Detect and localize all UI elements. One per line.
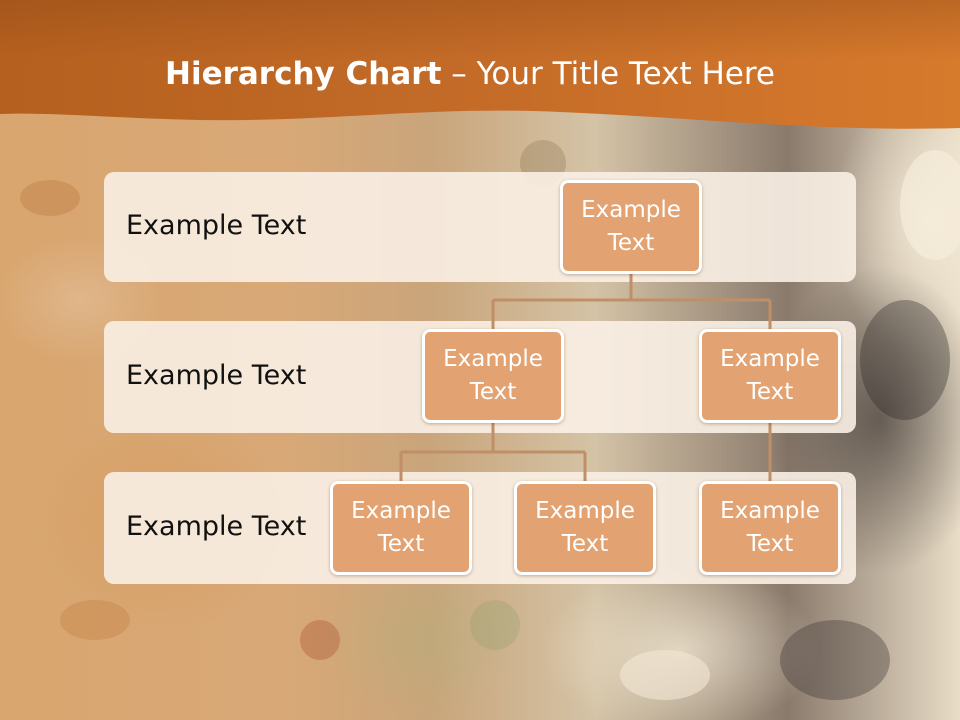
node-text: Text	[469, 379, 517, 405]
level-label: Example Text	[126, 360, 307, 391]
node-text: Text	[377, 531, 425, 557]
seed-texture	[20, 180, 80, 216]
level-label: Example Text	[126, 511, 307, 542]
node-text: Example	[720, 346, 820, 372]
level-band-1: Example Text	[104, 172, 856, 282]
node-text: Example	[581, 197, 681, 223]
slide-title: Hierarchy Chart – Your Title Text Here	[0, 56, 940, 92]
header-banner	[0, 0, 960, 129]
seed-texture	[300, 620, 340, 660]
seed-texture	[60, 600, 130, 640]
level-label: Example Text	[126, 210, 307, 241]
node-text: Text	[561, 531, 609, 557]
title-bold: Hierarchy Chart	[165, 56, 442, 92]
node-text: Example	[443, 346, 543, 372]
seed-texture	[780, 620, 890, 700]
node-text: Example	[535, 498, 635, 524]
seed-texture	[860, 300, 950, 420]
node-text: Text	[746, 531, 794, 557]
node-text: Text	[607, 230, 655, 256]
node-text: Example	[351, 498, 451, 524]
node-text: Example	[720, 498, 820, 524]
seed-texture	[900, 150, 960, 260]
seed-texture	[470, 600, 520, 650]
title-rest: – Your Title Text Here	[441, 56, 775, 92]
node-text: Text	[746, 379, 794, 405]
seed-texture	[620, 650, 710, 700]
